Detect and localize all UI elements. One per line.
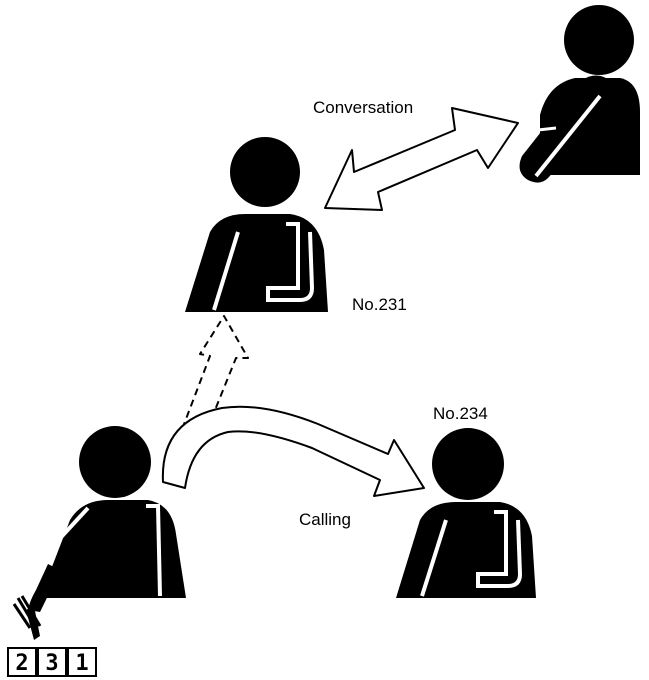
person-234-icon <box>396 428 536 598</box>
pointing-finger-icon <box>12 595 42 640</box>
key-2: 2 <box>7 647 37 677</box>
key-1: 1 <box>67 647 97 677</box>
key-2-label: 2 <box>15 651 28 676</box>
conversation-arrow-icon <box>324 107 519 211</box>
extension-231-label: No.231 <box>352 295 407 314</box>
key-3-label: 3 <box>45 651 58 676</box>
key-3: 3 <box>37 647 67 677</box>
keypad: 2 3 1 <box>7 647 97 677</box>
calling-label: Calling <box>299 510 351 529</box>
person-top-right-icon <box>519 5 640 183</box>
person-caller-icon <box>28 426 186 612</box>
calling-arrow-icon <box>161 405 425 497</box>
key-1-label: 1 <box>75 651 88 676</box>
extension-234-label: No.234 <box>433 404 488 423</box>
conversation-label: Conversation <box>313 98 413 117</box>
person-231-icon <box>185 137 328 312</box>
